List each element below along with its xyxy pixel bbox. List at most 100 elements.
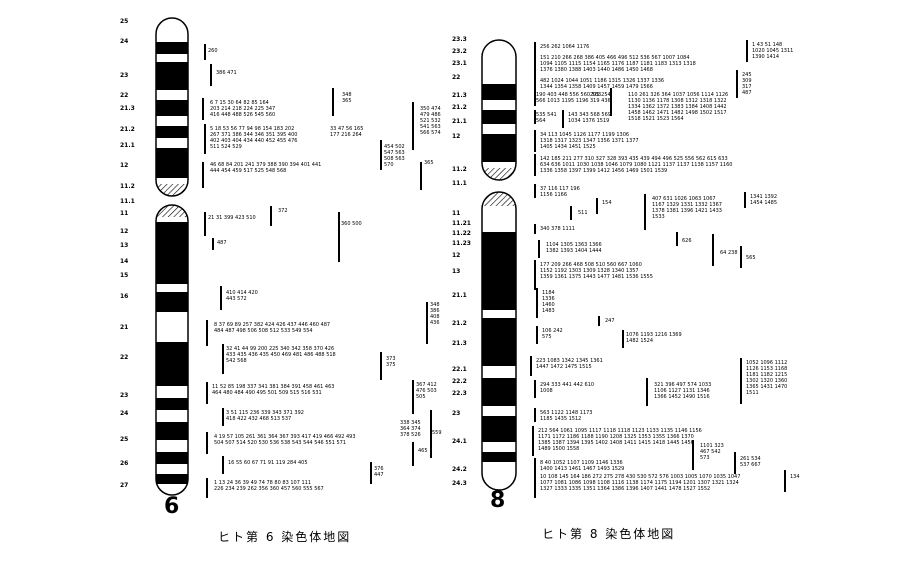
chr8-clone-group: 626 bbox=[682, 238, 692, 244]
chr8-q-arm bbox=[482, 192, 516, 490]
chr6-clone-group: 4 19 57 105 261 361 364 367 393 417 419 … bbox=[214, 434, 356, 446]
chr6-band-label: 13 bbox=[120, 242, 129, 249]
chr8-clone-bar bbox=[644, 194, 646, 230]
chr8-band-label: 22 bbox=[452, 74, 461, 81]
chr6-clone-bar bbox=[206, 382, 208, 404]
chr8-band-label: 23.1 bbox=[452, 60, 467, 67]
chr8-clone-bar bbox=[534, 260, 536, 290]
chr6-clone-group: 372 bbox=[278, 208, 288, 214]
chr8-clone-bar bbox=[646, 378, 648, 406]
chr8-band-label: 12 bbox=[452, 252, 461, 259]
chr6-clone-bar bbox=[222, 456, 224, 474]
chr8-clone-group: 64 238 bbox=[720, 250, 738, 256]
chr6-band-label: 25 bbox=[120, 436, 129, 443]
chr6-clone-bar bbox=[338, 212, 340, 262]
chr8-clone-group: 134 bbox=[790, 474, 800, 480]
chr8-clone-bar bbox=[744, 192, 746, 208]
chr6-clone-bar bbox=[370, 462, 372, 484]
chr8-clone-bar bbox=[538, 240, 540, 258]
chr6-clone-group: 559 bbox=[432, 430, 442, 436]
chr8-caption: ヒト第 8 染色体地図 bbox=[542, 527, 676, 541]
chr6-band-label: 23 bbox=[120, 392, 129, 399]
chr6-band-label: 21.3 bbox=[120, 105, 135, 112]
chr8-clone-bar bbox=[746, 40, 748, 62]
chr6-clone-bar bbox=[202, 162, 204, 188]
chr8-clone-group: 482 1024 1044 1051 1186 1315 1326 1337 1… bbox=[540, 78, 665, 90]
chr8-clone-bar bbox=[534, 472, 536, 498]
chr8-clone-group: 142 185 211 277 310 327 328 393 435 439 … bbox=[540, 156, 733, 174]
chr8-clone-bar bbox=[676, 232, 678, 246]
chr6-clone-bar bbox=[204, 124, 206, 154]
chr8-clone-bar bbox=[534, 52, 536, 76]
chr6-band-label: 27 bbox=[120, 482, 129, 489]
chr8-clone-bar bbox=[534, 458, 536, 474]
chr8-band-label: 11.22 bbox=[452, 230, 471, 237]
chr8-clone-bar bbox=[534, 130, 536, 152]
chr6-band-label: 26 bbox=[120, 460, 129, 467]
chr6-clone-bar bbox=[202, 98, 204, 120]
chr6-clone-bar bbox=[270, 206, 272, 226]
chr8-band-label: 24.3 bbox=[452, 480, 467, 487]
chr6-clone-group: 21 31 399 423 510 bbox=[208, 215, 256, 221]
chr8-band-label: 21.3 bbox=[452, 340, 467, 347]
chr6-clone-group: 365 bbox=[424, 160, 434, 166]
chr8-clone-bar bbox=[534, 42, 536, 52]
chr8-clone-group: 247 bbox=[605, 318, 615, 324]
chr8-clone-bar bbox=[596, 198, 598, 214]
chr8-band-label: 21.1 bbox=[452, 292, 467, 299]
chr6-clone-bar bbox=[412, 442, 414, 466]
chr8-clone-group: 10 108 145 164 186 272 275 278 430 530 5… bbox=[540, 474, 741, 492]
chr8-band-label: 22.3 bbox=[452, 390, 467, 397]
chr6-clone-bar bbox=[332, 88, 334, 116]
chr8-clone-bar bbox=[692, 440, 694, 470]
chr6-band-label: 12 bbox=[120, 162, 129, 169]
chr6-band-label: 22 bbox=[120, 92, 129, 99]
chr6-clone-bar bbox=[204, 212, 206, 236]
chr6-clone-bar bbox=[206, 320, 208, 346]
chr6-band-label: 21.2 bbox=[120, 126, 135, 133]
chr6-band-label: 22 bbox=[120, 354, 129, 361]
chr8-clone-bar bbox=[534, 224, 536, 234]
chr6-clone-bar bbox=[412, 380, 414, 414]
chr6-clone-bar bbox=[380, 352, 382, 380]
chr8-clone-bar bbox=[534, 110, 536, 124]
chr8-band-label: 11.23 bbox=[452, 240, 471, 247]
chr8-clone-bar bbox=[784, 470, 786, 492]
chr6-band-label: 16 bbox=[120, 293, 129, 300]
chr8-band-label: 24.1 bbox=[452, 438, 467, 445]
chr6-p-arm bbox=[156, 18, 188, 196]
chr8-band-label: 23.2 bbox=[452, 48, 467, 55]
chr8-clone-bar bbox=[530, 356, 532, 376]
chr6-band-label: 21.1 bbox=[120, 142, 135, 149]
chr8-band-label: 11.21 bbox=[452, 220, 471, 227]
chr6-clone-bar bbox=[426, 302, 428, 344]
chr8-band-label: 21.1 bbox=[452, 118, 467, 125]
chr8-band-label: 23.3 bbox=[452, 36, 467, 43]
chr6-band-label: 11.2 bbox=[120, 183, 135, 190]
chr8-clone-bar bbox=[736, 70, 738, 98]
chr6-clone-bar bbox=[206, 432, 208, 454]
chr8-clone-bar bbox=[536, 326, 538, 344]
chr6-band-label: 11 bbox=[120, 210, 129, 217]
chr8-band-label: 12 bbox=[452, 133, 461, 140]
